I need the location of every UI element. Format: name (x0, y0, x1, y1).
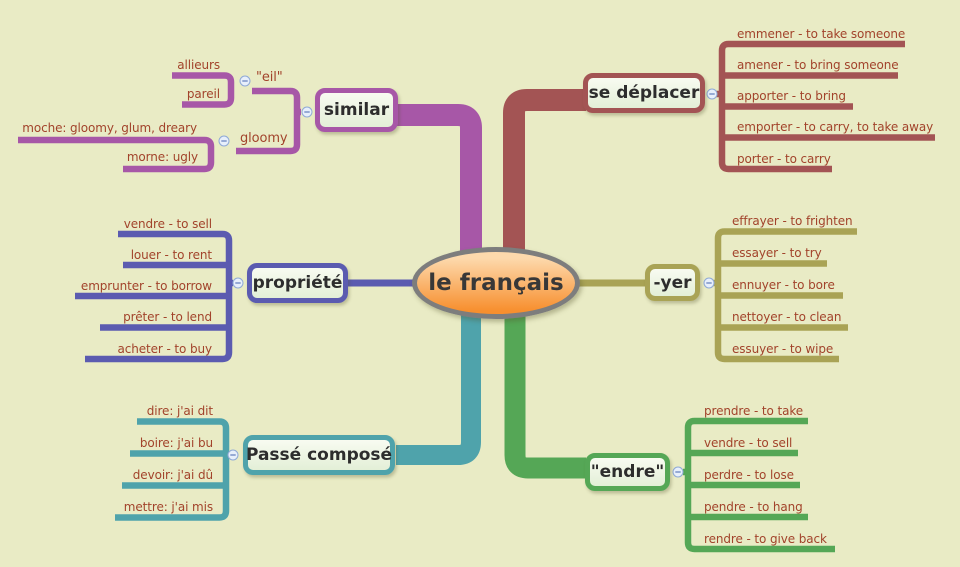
group-node-gloomy[interactable]: gloomy (240, 131, 288, 146)
collapse-icon[interactable] (706, 88, 718, 100)
leaf-label[interactable]: vendre - to sell (704, 436, 793, 450)
leaf-label[interactable]: amener - to bring someone (737, 58, 899, 72)
leaf-label[interactable]: morne: ugly (126, 150, 198, 164)
root-node[interactable]: le français (412, 247, 580, 319)
collapse-icon[interactable] (232, 277, 244, 289)
branch-node-propriete[interactable]: propriété (247, 263, 348, 303)
collapse-icon[interactable] (703, 277, 715, 289)
propriete-connectors (75, 230, 233, 363)
leaf-label[interactable]: emprunter - to borrow (80, 279, 212, 293)
leaf-label[interactable]: louer - to rent (130, 248, 212, 262)
collapse-icon[interactable] (301, 106, 313, 118)
branch-node-similar[interactable]: similar (315, 88, 398, 132)
endre-connectors (683, 417, 835, 553)
leaf-label[interactable]: dire: j'ai dit (146, 404, 213, 418)
branch-node-endre[interactable]: "endre" (585, 453, 670, 491)
leaf-label[interactable]: pareil (186, 87, 220, 101)
leaf-label[interactable]: effrayer - to frighten (732, 214, 853, 228)
branch-node-yer[interactable]: -yer (645, 264, 700, 301)
leaf-label[interactable]: devoir: j'ai dû (132, 468, 213, 482)
leaf-label[interactable]: emporter - to carry, to take away (737, 120, 934, 134)
leaf-label[interactable]: apporter - to bring (737, 89, 846, 103)
leaf-label[interactable]: rendre - to give back (704, 532, 827, 546)
leaf-label[interactable]: prendre - to take (704, 404, 804, 418)
leaf-label[interactable]: vendre - to sell (123, 217, 212, 231)
branch-node-passe-compose[interactable]: Passé composé (243, 435, 395, 475)
leaf-label[interactable]: moche: gloomy, glum, dreary (22, 121, 197, 135)
leaf-label[interactable]: acheter - to buy (117, 342, 212, 356)
branch-node-se-deplacer[interactable]: se déplacer (583, 73, 705, 113)
collapse-icon[interactable] (218, 135, 230, 147)
leaf-label[interactable]: nettoyer - to clean (732, 310, 842, 324)
collapse-icon[interactable] (227, 449, 239, 461)
leaf-label[interactable]: boire: j'ai bu (139, 436, 213, 450)
se-deplacer-connectors (716, 40, 935, 173)
leaf-label[interactable]: pendre - to hang (704, 500, 803, 514)
leaf-label[interactable]: mettre: j'ai mis (123, 500, 213, 514)
main-branch-bands (346, 89, 647, 479)
yer-connectors (713, 228, 857, 363)
leaf-label[interactable]: allieurs (177, 58, 220, 72)
leaf-label[interactable]: essuyer - to wipe (732, 342, 834, 356)
leaf-label[interactable]: prêter - to lend (123, 310, 212, 324)
collapse-icon[interactable] (672, 466, 684, 478)
leaf-label[interactable]: porter - to carry (737, 152, 831, 166)
collapse-icon[interactable] (239, 75, 251, 87)
collapse-buttons (218, 75, 718, 478)
leaf-label[interactable]: perdre - to lose (704, 468, 794, 482)
leaf-label[interactable]: essayer - to try (732, 246, 822, 260)
leaf-label[interactable]: ennuyer - to bore (732, 278, 835, 292)
leaf-label[interactable]: emmener - to take someone (737, 27, 906, 41)
similar-connectors (18, 72, 301, 173)
group-node-eil[interactable]: "eil" (256, 70, 283, 85)
